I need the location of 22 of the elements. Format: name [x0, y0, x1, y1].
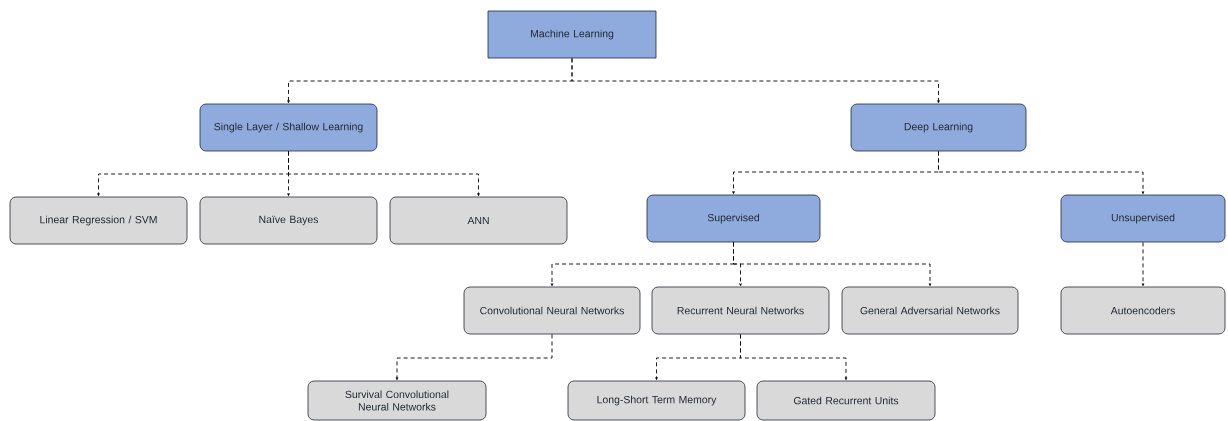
category-box: Deep Learning — [850, 103, 1027, 152]
arrow — [395, 333, 553, 381]
arrow — [733, 241, 932, 287]
arrow — [1141, 241, 1145, 287]
leaf-box: Recurrent Neural Networks — [651, 286, 830, 335]
leaf-box: Long-Short Term Memory — [567, 380, 746, 421]
category-box: Supervised — [646, 194, 821, 243]
arrow — [938, 150, 1145, 195]
leaf-box: Autoencoders — [1060, 286, 1226, 335]
leaf-box: Survival Convolutional Neural Networks — [307, 380, 487, 421]
arrow — [571, 57, 940, 104]
leaf-box: Linear Regression / SVM — [9, 196, 188, 245]
category-box: Unsupervised — [1060, 194, 1226, 243]
category-box: Single Layer / Shallow Learning — [199, 103, 378, 152]
root-box: Machine Learning — [487, 10, 657, 59]
leaf-box: Naïve Bayes — [199, 196, 378, 245]
leaf-box: General Adversarial Networks — [841, 286, 1019, 335]
leaf-box: Convolutional Neural Networks — [463, 286, 641, 335]
arrow — [740, 333, 848, 381]
leaf-box: Gated Recurrent Units — [756, 380, 936, 421]
arrow — [288, 150, 480, 197]
leaf-box: ANN — [389, 196, 568, 245]
